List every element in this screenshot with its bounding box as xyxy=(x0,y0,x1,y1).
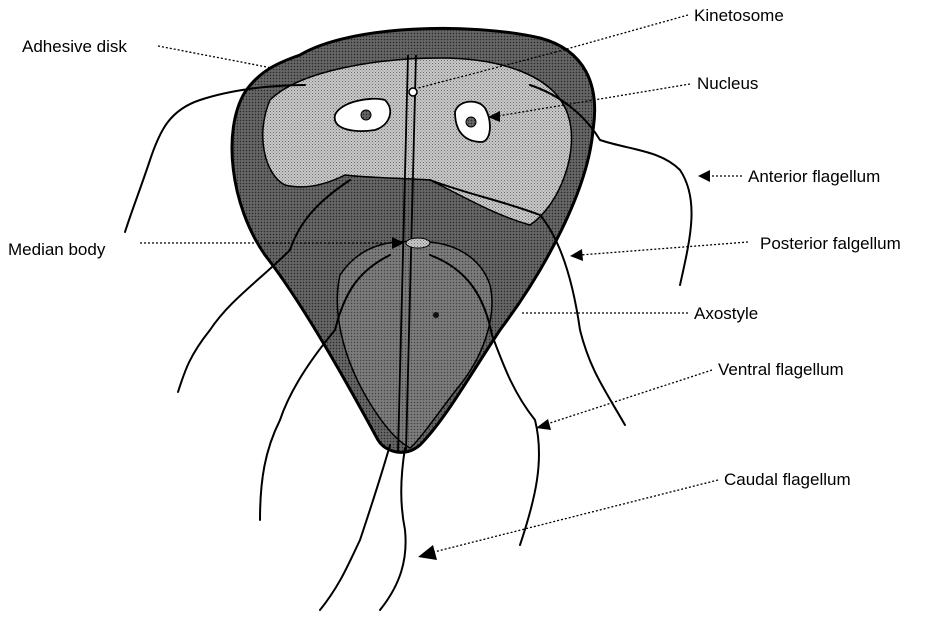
leader-ventral-flagellum xyxy=(544,370,712,425)
arrowhead-posterior-flagellum xyxy=(570,249,583,261)
leader-adhesive-disk xyxy=(158,46,272,68)
median-body xyxy=(406,238,430,248)
arrowhead-anterior-flagellum xyxy=(698,170,710,182)
arrowhead-caudal-flagellum xyxy=(418,545,437,560)
label-posterior-flagellum: Posterior falgellum xyxy=(760,234,901,254)
ventral-region xyxy=(337,242,492,448)
nucleolus-right xyxy=(466,117,476,127)
label-kinetosome: Kinetosome xyxy=(694,6,784,26)
label-median-body: Median body xyxy=(8,240,105,260)
leader-posterior-flagellum xyxy=(580,242,748,255)
label-adhesive-disk: Adhesive disk xyxy=(22,37,127,57)
label-anterior-flagellum: Anterior flagellum xyxy=(748,167,880,187)
label-ventral-flagellum: Ventral flagellum xyxy=(718,360,844,380)
leader-caudal-flagellum xyxy=(430,480,718,553)
label-nucleus: Nucleus xyxy=(697,74,758,94)
caudal-flagellum-left xyxy=(320,445,390,610)
body-granule xyxy=(433,312,439,318)
arrowhead-ventral-flagellum xyxy=(536,419,551,430)
label-caudal-flagellum: Caudal flagellum xyxy=(724,470,851,490)
kinetosome xyxy=(409,88,417,96)
leader-kinetosome xyxy=(556,15,688,52)
nucleolus-left xyxy=(361,110,371,120)
caudal-flagellum-right xyxy=(380,448,406,610)
label-axostyle: Axostyle xyxy=(694,304,758,324)
